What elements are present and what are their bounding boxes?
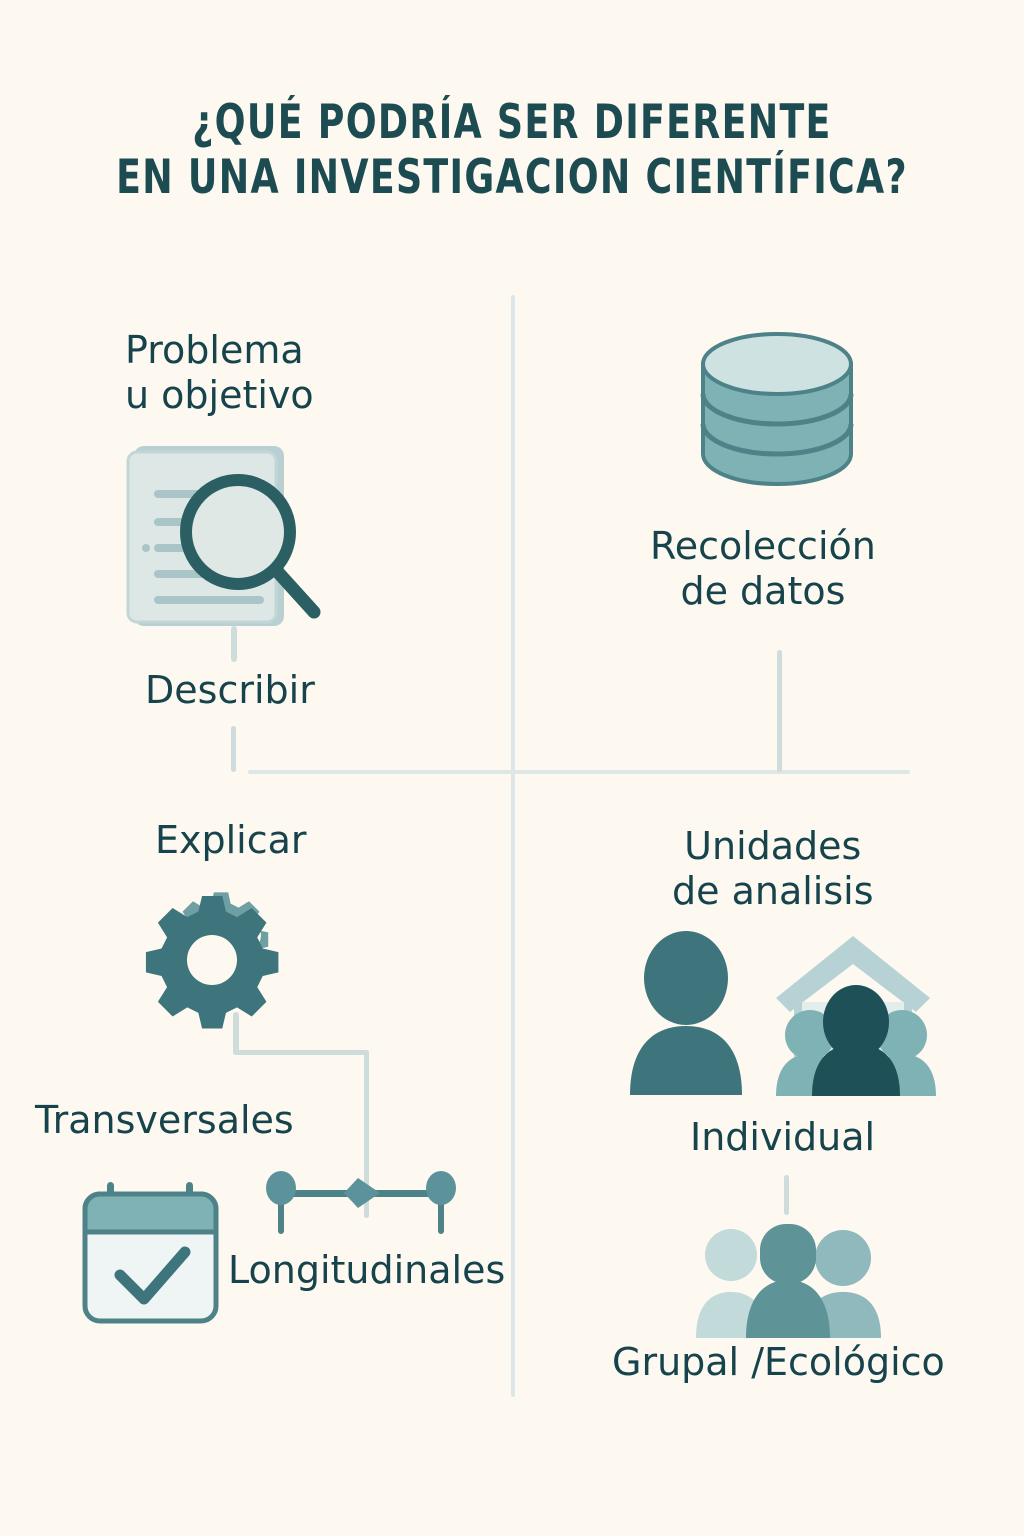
document-magnifier-icon [120,440,380,640]
title-line-2: EN UNA INVESTIGACION CIENTÍFICA? [116,150,908,206]
connector-document-stub [231,626,237,662]
horizontal-divider [248,770,910,774]
label-longitudinales: Longitudinales [228,1248,506,1292]
label-grupal-ecologico: Grupal /Ecológico [612,1340,945,1384]
connector-gears-stub [233,1012,239,1054]
house-family-icon [768,928,943,1096]
calendar-check-icon [78,1180,228,1330]
connector-individual-down [784,1175,789,1215]
heading-unidades: Unidades de analisis [672,824,874,913]
connector-describir-down [231,726,236,772]
heading-explicar: Explicar [155,818,307,862]
connector-recoleccion-down [777,650,782,772]
heading-recoleccion: Recolección de datos [650,524,876,613]
label-describir: Describir [145,668,315,712]
vertical-divider [511,295,515,1397]
page-title: ¿QUÉ PODRÍA SER DIFERENTE EN UNA INVESTI… [0,95,1024,206]
gears-icon [145,888,315,1029]
title-line-1: ¿QUÉ PODRÍA SER DIFERENTE [192,95,832,150]
heading-problema: Problema u objetivo [125,328,314,417]
group-people-icon [688,1218,888,1338]
timeline-nodes-icon [258,1171,458,1242]
database-cylinder-icon [697,332,857,496]
label-individual: Individual [690,1115,876,1159]
person-silhouette-icon [622,930,772,1095]
connector-bracket-horizontal [233,1050,369,1055]
label-transversales: Transversales [35,1098,294,1142]
connector-bracket-vertical [364,1050,369,1218]
